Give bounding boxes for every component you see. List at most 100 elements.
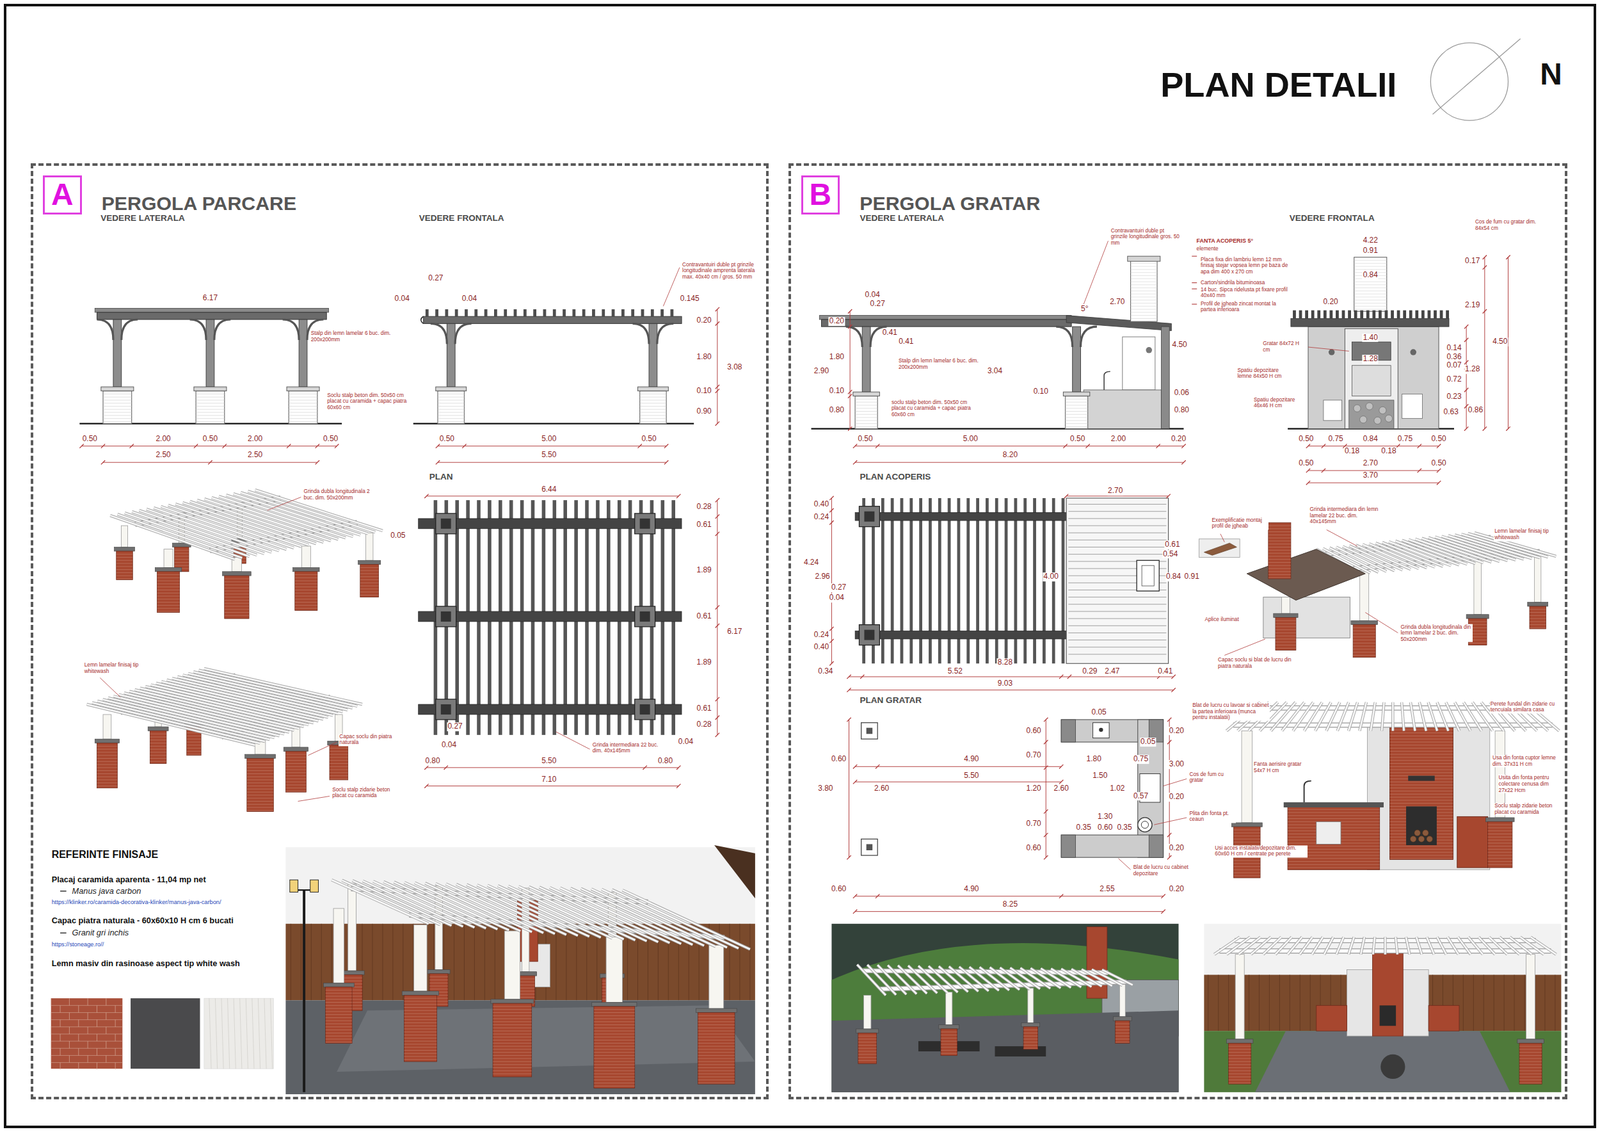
dimension-value: 5.50 [963,771,980,781]
mortar-line [593,1085,635,1087]
mortar-line [1233,832,1261,833]
sheet-border [5,5,1595,1127]
mortar-line [1390,802,1454,804]
rafter [1416,936,1423,955]
mortar-line [403,1046,437,1048]
mortar-line [329,753,349,755]
annotation-note: Usa din fonta cuptor lemne dim. 37x31 H … [1491,755,1560,768]
mortar-line [285,775,306,776]
mortar-line [1233,859,1261,861]
mortar-line [195,421,225,422]
mortar-line [295,595,318,597]
gravel-area [336,1004,756,1072]
leader-line [99,677,121,697]
dimension-tick [1166,494,1170,498]
timber-post [120,525,128,547]
paving [831,1009,1179,1092]
dimension-tick [846,674,851,679]
mortar-line [1228,1063,1252,1065]
rafter-end [523,309,527,317]
mortar-line [698,1079,735,1080]
mortar-line [96,754,118,756]
mortar-line [195,405,225,407]
dimension-tick [1043,765,1048,770]
dimension-tick [715,321,720,326]
timber-post [103,714,112,739]
chimney-cap [1127,256,1161,262]
mortar-line [195,396,225,398]
roof-board [1068,510,1167,512]
section-letter: B [809,177,832,212]
fence-board [392,923,393,1001]
mortar-line [593,1024,635,1025]
mortar-line [1115,1038,1130,1039]
mortar-line [1390,732,1454,733]
brick-pier [1228,1042,1252,1084]
timber-brace [455,323,472,344]
rafter [1238,936,1261,955]
mortar-line [1390,793,1454,795]
mortar-line [698,1030,735,1032]
dimension-tick [435,443,440,448]
mortar-line [1390,854,1454,856]
fence-board [371,923,373,1001]
post-plan [861,722,879,740]
leader-line [1308,346,1350,351]
dimension-tick [846,855,851,859]
post-core [640,611,651,622]
mortar-line [50,997,52,1005]
north-circle [1430,42,1508,121]
mortar-line [1275,635,1296,637]
dimension-value: 0.91 [1362,246,1379,256]
timber-post [301,545,311,568]
mortar-line [247,778,274,780]
rafter [1395,936,1398,955]
mortar-line [593,1075,635,1077]
mortar-line [1488,824,1513,825]
mortar-line [96,778,118,780]
mortar-line [195,408,225,410]
mortar-line [640,421,667,422]
dimension-value: 0.60 [830,884,847,894]
rafter-shadow [1499,936,1520,955]
mortar-line [1065,404,1088,406]
dimension-value: 0.70 [1025,750,1042,760]
dimension-value: 0.05 [1139,737,1156,747]
mortar-line [1390,796,1454,798]
view-heading: VEDERE FRONTALA [1288,213,1376,224]
mortar-line [1354,302,1387,304]
mortar-line [1352,651,1376,653]
mortar-line [1228,1070,1252,1071]
fence-board [1483,974,1485,1031]
dimension-value: 0.84 [1362,271,1379,281]
mortar-line [492,1073,532,1074]
rafter-end [1384,310,1389,319]
timber-post [348,883,357,971]
grill-block [1122,336,1156,390]
dimension-tick [334,443,339,448]
mortar-line [858,1047,877,1049]
dimension-line [855,766,1062,767]
mortar-line [593,1073,635,1074]
rafter-end [455,309,459,317]
stone-cap [94,738,120,743]
rafter-end [562,309,566,317]
leader-line [267,496,302,511]
mortar-line [437,408,464,410]
mortar-line [87,1011,89,1019]
stone-cap [1351,620,1378,624]
back-wall [1367,726,1490,870]
rafter-end [1342,310,1346,319]
mortar-line [940,1049,958,1051]
mortar-line [1233,829,1261,831]
mortar-line [698,1045,735,1047]
mortar-line [1115,1025,1130,1027]
post-plan [435,606,457,627]
rafter-end [513,309,518,317]
rafter-end [494,309,498,317]
mortar-line [593,1057,635,1059]
mortar-line [492,1042,532,1044]
mortar-line [1228,1045,1252,1047]
